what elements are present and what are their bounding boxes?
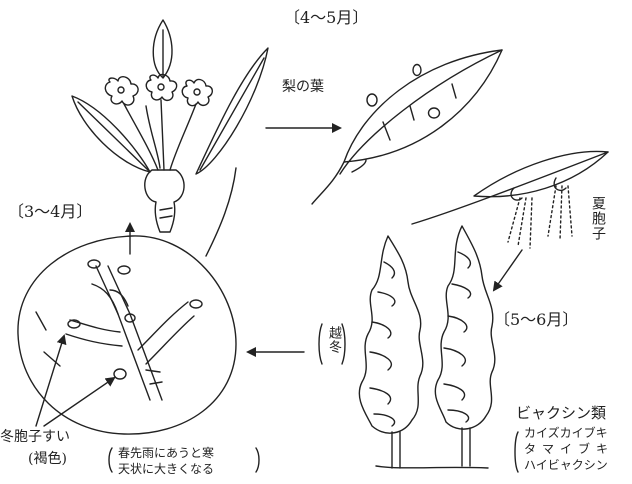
juniper-type-1: カイズカイブキ: [524, 426, 608, 440]
brown-color-label: (褐色): [28, 448, 67, 468]
juniper-group-label: ビャクシン類: [516, 402, 606, 423]
spring-note-line-1: 春先雨にあうと寒: [118, 446, 214, 460]
juniper-type-2: タマイブキ: [524, 442, 614, 456]
types-bracket-left: [515, 432, 518, 472]
arrow-label-to-horn-2: [44, 378, 114, 426]
summer-spores-label: 夏胞子: [588, 196, 608, 241]
winter-spore-horn-label: 冬胞子すい: [0, 426, 70, 446]
branch-magnified-circle-drawing: [18, 236, 236, 434]
overwintering-label: 越冬: [324, 326, 343, 354]
arrow-spores-to-juniper: [494, 250, 522, 290]
pear-leaf-drawing: [312, 50, 502, 204]
period-label-apr-may: 〔4～5月〕: [284, 4, 368, 28]
juniper-type-3: ハイビャクシン: [524, 458, 608, 472]
juniper-drawing: [359, 226, 494, 468]
pear-flower-cluster-drawing: [72, 20, 268, 256]
pear-leaf-label: 梨の葉: [282, 76, 324, 96]
period-label-mar-apr: 〔3～4月〕: [8, 198, 92, 222]
leaf-with-aecia-drawing: [412, 151, 608, 248]
note-bracket-right: [256, 448, 259, 472]
period-label-may-jun: 〔5～6月〕: [494, 306, 578, 330]
note-bracket-left: [109, 448, 112, 472]
spring-note-line-2: 天状に大きくなる: [118, 462, 214, 476]
